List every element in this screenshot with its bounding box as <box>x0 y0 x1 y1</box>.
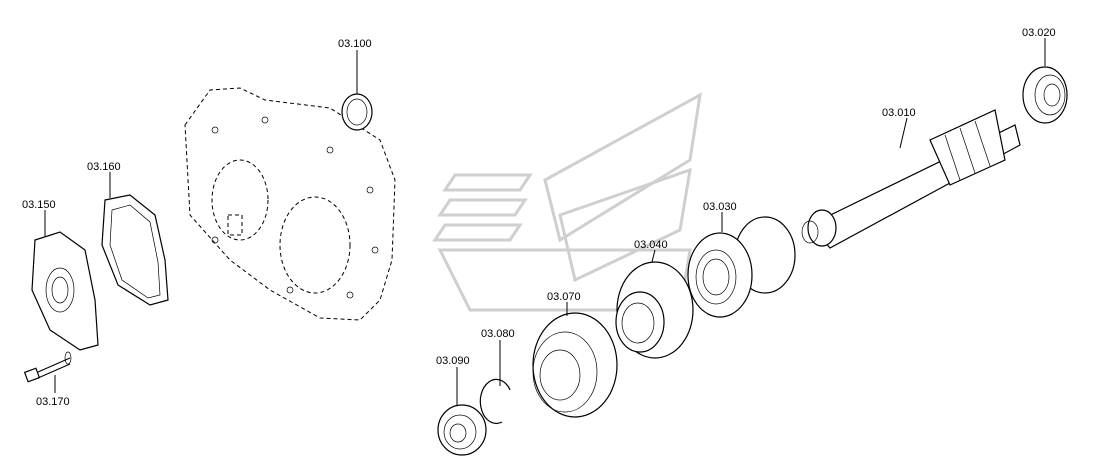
bearing-03-090 <box>437 404 487 456</box>
part-label-03-010: 03.010 <box>882 107 916 119</box>
gasket-03-160 <box>101 194 169 306</box>
part-label-03-090: 03.090 <box>436 355 470 367</box>
gear-03-040 <box>615 261 694 359</box>
gear-03-070 <box>532 312 618 418</box>
part-label-03-020: 03.020 <box>1022 27 1056 39</box>
shaft-03-010 <box>801 109 1021 249</box>
leader-lines <box>44 38 1046 405</box>
part-label-03-040: 03.040 <box>634 239 668 251</box>
circlip-03-080 <box>479 378 511 425</box>
part-label-03-150: 03.150 <box>22 199 56 211</box>
part-label-03-030: 03.030 <box>703 201 737 213</box>
bolt-03-170 <box>23 351 72 383</box>
cover-03-150 <box>31 231 99 351</box>
seal-ring-03-100 <box>341 93 373 131</box>
part-label-03-080: 03.080 <box>481 328 515 340</box>
gear-03-030 <box>687 216 796 318</box>
part-label-03-070: 03.070 <box>547 291 581 303</box>
part-label-03-160: 03.160 <box>87 161 121 173</box>
transmission-housing <box>184 87 396 321</box>
bearing-03-020 <box>1022 66 1068 124</box>
part-label-03-100: 03.100 <box>338 38 372 50</box>
part-label-03-170: 03.170 <box>36 396 70 408</box>
